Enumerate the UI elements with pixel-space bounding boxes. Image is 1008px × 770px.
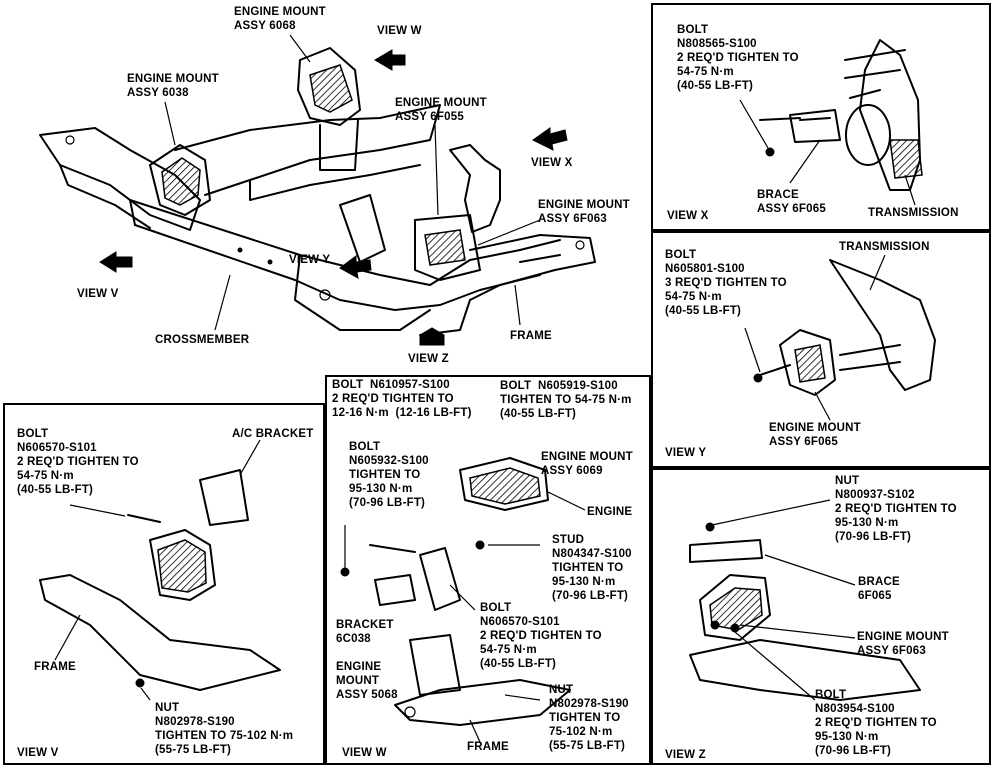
engine-mount-6068-drawing	[297, 47, 361, 171]
view-w-direction-label: VIEW W	[377, 25, 422, 37]
panel-view-x	[651, 3, 991, 231]
view-x-direction-label: VIEW X	[531, 157, 573, 169]
engine-mount-6038-drawing	[149, 144, 211, 216]
crossmember-label: CROSSMEMBER	[155, 334, 250, 346]
engine-mount-6038-label: ENGINE MOUNT ASSY 6038	[127, 73, 219, 99]
view-w-stud-label: STUD N804347-S100 TIGHTEN TO 95-130 N·m …	[552, 534, 632, 602]
view-v-nut-label: NUT N802978-S190 TIGHTEN TO 75-102 N·m (…	[155, 702, 294, 756]
view-x-transmission-label: TRANSMISSION	[868, 207, 959, 219]
engine-mount-6068-label: ENGINE MOUNT ASSY 6068	[234, 6, 326, 32]
view-z-direction-label: VIEW Z	[408, 353, 449, 365]
view-v-frame-label: FRAME	[34, 661, 76, 673]
view-v-bolt-label: BOLT N606570-S101 2 REQ'D TIGHTEN TO 54-…	[17, 428, 139, 496]
view-x-brace-label: BRACE ASSY 6F065	[757, 189, 826, 215]
view-w-nut-label: NUT N802978-S190 TIGHTEN TO 75-102 N·m (…	[549, 684, 629, 752]
view-z-drawing	[689, 522, 921, 701]
view-w-bracket-label: BRACKET 6C038	[336, 619, 394, 645]
view-z-nut-label: NUT N800937-S102 2 REQ'D TIGHTEN TO 95-1…	[835, 475, 957, 543]
frame-label: FRAME	[510, 330, 552, 342]
view-z-bolt-label: BOLT N803954-S100 2 REQ'D TIGHTEN TO 95-…	[815, 689, 937, 757]
view-x-bolt-label: BOLT N808565-S100 2 REQ'D TIGHTEN TO 54-…	[677, 24, 799, 92]
view-w-bolt-3-label: BOLT N605932-S100 TIGHTEN TO 95-130 N·m …	[349, 441, 429, 509]
view-y-direction-label: VIEW Y	[289, 254, 331, 266]
view-w-title: VIEW W	[342, 747, 387, 759]
direction-arrows	[99, 49, 568, 346]
view-x-drawing	[759, 39, 923, 191]
view-v-drawing	[39, 469, 281, 691]
view-x-title: VIEW X	[667, 210, 709, 222]
view-z-brace-label: BRACE 6F065	[858, 576, 900, 602]
view-w-bolt-2-label: BOLT N605919-S100 TIGHTEN TO 54-75 N·m (…	[500, 380, 632, 420]
view-v-ac-bracket-label: A/C BRACKET	[232, 428, 314, 440]
view-w-engine-label: ENGINE	[587, 506, 633, 518]
view-v-direction-label: VIEW V	[77, 288, 119, 300]
view-z-mount-label: ENGINE MOUNT ASSY 6F063	[857, 631, 949, 657]
view-w-mount-5068-label: ENGINE MOUNT ASSY 5068	[336, 661, 398, 701]
panel-view-v	[3, 403, 325, 765]
view-y-drawing	[753, 259, 936, 396]
view-w-frame-label: FRAME	[467, 741, 509, 753]
panel-view-y	[651, 231, 991, 468]
view-y-mount-label: ENGINE MOUNT ASSY 6F065	[769, 422, 861, 448]
view-w-bolt-4-label: BOLT N606570-S101 2 REQ'D TIGHTEN TO 54-…	[480, 602, 602, 670]
view-w-bolt-1-label: BOLT N610957-S100 2 REQ'D TIGHTEN TO 12-…	[332, 379, 472, 419]
panel-view-z	[651, 468, 991, 765]
panel-view-w	[325, 375, 651, 765]
engine-mount-6f055-label: ENGINE MOUNT ASSY 6F055	[395, 97, 487, 123]
view-y-bolt-label: BOLT N605801-S100 3 REQ'D TIGHTEN TO 54-…	[665, 249, 787, 317]
view-w-drawing	[340, 457, 571, 726]
view-v-title: VIEW V	[17, 747, 59, 759]
crossmember-drawing	[39, 104, 596, 336]
engine-mount-6f055-drawing	[339, 144, 501, 281]
view-y-transmission-label: TRANSMISSION	[839, 241, 930, 253]
view-y-title: VIEW Y	[665, 447, 707, 459]
view-w-mount-6069-label: ENGINE MOUNT ASSY 6069	[541, 451, 633, 477]
engine-mount-6f063-label: ENGINE MOUNT ASSY 6F063	[538, 199, 630, 225]
view-z-title: VIEW Z	[665, 749, 706, 761]
